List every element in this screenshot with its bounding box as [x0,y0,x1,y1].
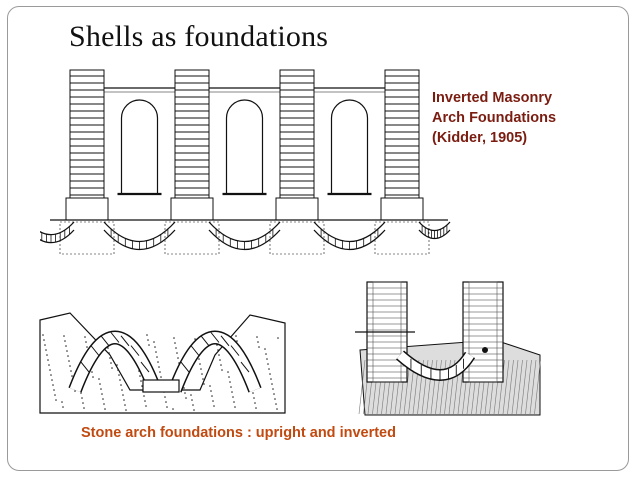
bottom-caption: Stone arch foundations : upright and inv… [81,425,396,441]
stone-arch-trench-drawing [39,312,286,414]
figure-caption-line-3: (Kidder, 1905) [432,130,528,146]
figure-caption: Inverted Masonry Arch Foundations (Kidde… [432,88,556,148]
figure-caption-line-1: Inverted Masonry [432,90,553,106]
inverted-masonry-arch-drawing [40,69,451,255]
inverted-arch-between-piers-drawing [355,281,541,416]
figure-caption-line-2: Arch Foundations [432,110,557,126]
slide-title: Shells as foundations [69,20,329,53]
